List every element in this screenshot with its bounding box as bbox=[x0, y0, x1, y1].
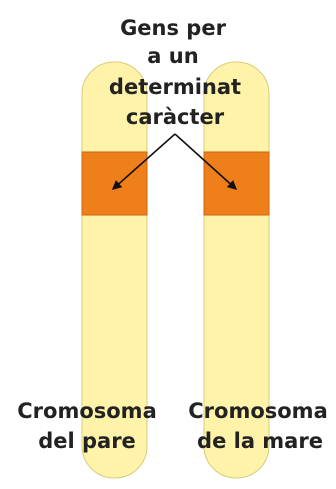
chromosome-mother-label-line-2: de la mare bbox=[197, 429, 323, 453]
gene-band-father bbox=[82, 152, 147, 215]
gene-title-line-2: a un bbox=[147, 44, 198, 68]
gene-title-line-4: caràcter bbox=[126, 105, 225, 129]
chromosome-father-label-line-2: del pare bbox=[38, 429, 136, 453]
gene-band-mother bbox=[204, 152, 269, 215]
chromosome-mother-label-line-1: Cromosoma bbox=[188, 399, 327, 423]
gene-title-line-3: determinat bbox=[109, 75, 241, 99]
chromosome-father-label-line-1: Cromosoma bbox=[17, 399, 156, 423]
gene-title-line-1: Gens per bbox=[120, 16, 227, 40]
